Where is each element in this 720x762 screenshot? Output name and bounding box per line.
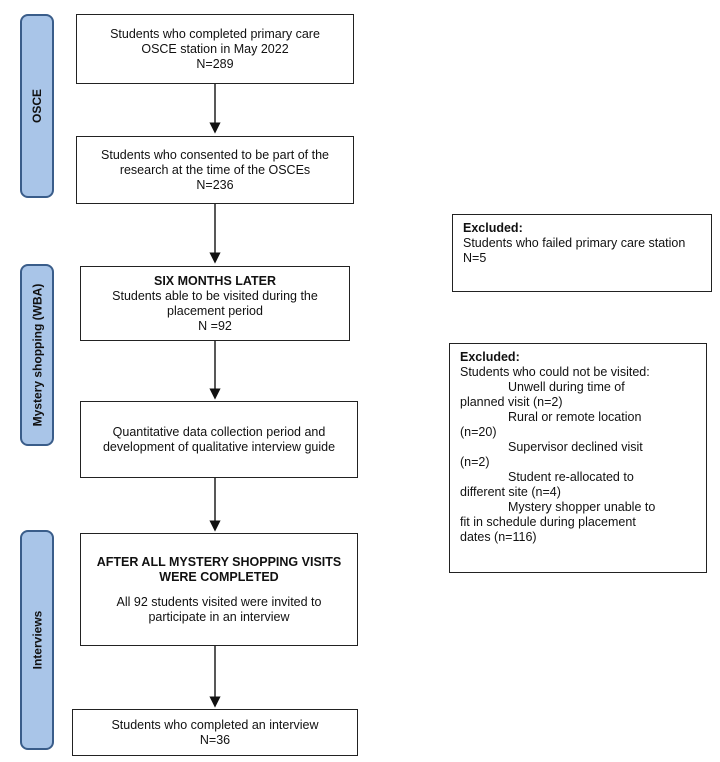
box5-heading-line2: WERE COMPLETED: [159, 569, 279, 584]
phase-wba: Mystery shopping (WBA): [20, 264, 54, 446]
box-after-visits: AFTER ALL MYSTERY SHOPPING VISITS WERE C…: [80, 533, 358, 646]
box2-line1: Students who consented to be part of the: [101, 147, 329, 162]
box1-line1: Students who completed primary care: [110, 26, 320, 41]
excluded2-intro: Students who could not be visited:: [460, 365, 650, 379]
phase-osce-label: OSCE: [30, 88, 45, 124]
excluded1-title: Excluded:: [463, 221, 523, 235]
excluded1-line2: N=5: [463, 251, 487, 265]
phase-interviews-label: Interviews: [30, 610, 45, 670]
phase-osce: OSCE: [20, 14, 54, 198]
box-completed-osce: Students who completed primary care OSCE…: [76, 14, 354, 84]
excluded2-title: Excluded:: [460, 350, 520, 364]
box1-line3: N=289: [196, 56, 234, 71]
excluded2-item-supervisor: Supervisor declined visit (n=2): [460, 440, 643, 469]
box6-line2: N=36: [199, 732, 231, 747]
excluded2-item-schedule: Mystery shopper unable to fit in schedul…: [460, 500, 656, 544]
excluded2-item-rural: Rural or remote location (n=20): [460, 410, 642, 439]
excluded1-line1: Students who failed primary care station: [463, 236, 686, 250]
box-quantitative-period: Quantitative data collection period and …: [80, 401, 358, 478]
box1-line2: OSCE station in May 2022: [141, 41, 289, 56]
excluded2-item-unwell: Unwell during time of planned visit (n=2…: [460, 380, 625, 409]
box4-line2: development of qualitative interview gui…: [102, 439, 336, 454]
box-consented: Students who consented to be part of the…: [76, 136, 354, 204]
box3-line3: N =92: [198, 318, 232, 333]
phase-interviews: Interviews: [20, 530, 54, 750]
box2-line3: N=236: [196, 177, 234, 192]
box2-line2: research at the time of the OSCEs: [119, 162, 311, 177]
box3-line2: placement period: [167, 303, 263, 318]
excluded-not-visited: Excluded: Students who could not be visi…: [449, 343, 707, 573]
box5-heading-line1: AFTER ALL MYSTERY SHOPPING VISITS: [96, 554, 342, 569]
box3-heading: SIX MONTHS LATER: [154, 273, 276, 288]
excluded-failed-station: Excluded: Students who failed primary ca…: [452, 214, 712, 292]
box4-line1: Quantitative data collection period and: [112, 424, 326, 439]
box3-line1: Students able to be visited during the: [112, 288, 318, 303]
phase-wba-label: Mystery shopping (WBA): [30, 283, 45, 427]
box6-line1: Students who completed an interview: [111, 717, 319, 732]
excluded2-item-reallocated: Student re-allocated to different site (…: [460, 470, 634, 499]
box-completed-interview: Students who completed an interview N=36: [72, 709, 358, 756]
box-six-months-later: SIX MONTHS LATER Students able to be vis…: [80, 266, 350, 341]
box5-line1: All 92 students visited were invited to: [116, 594, 322, 609]
box5-line2: participate in an interview: [148, 609, 290, 624]
